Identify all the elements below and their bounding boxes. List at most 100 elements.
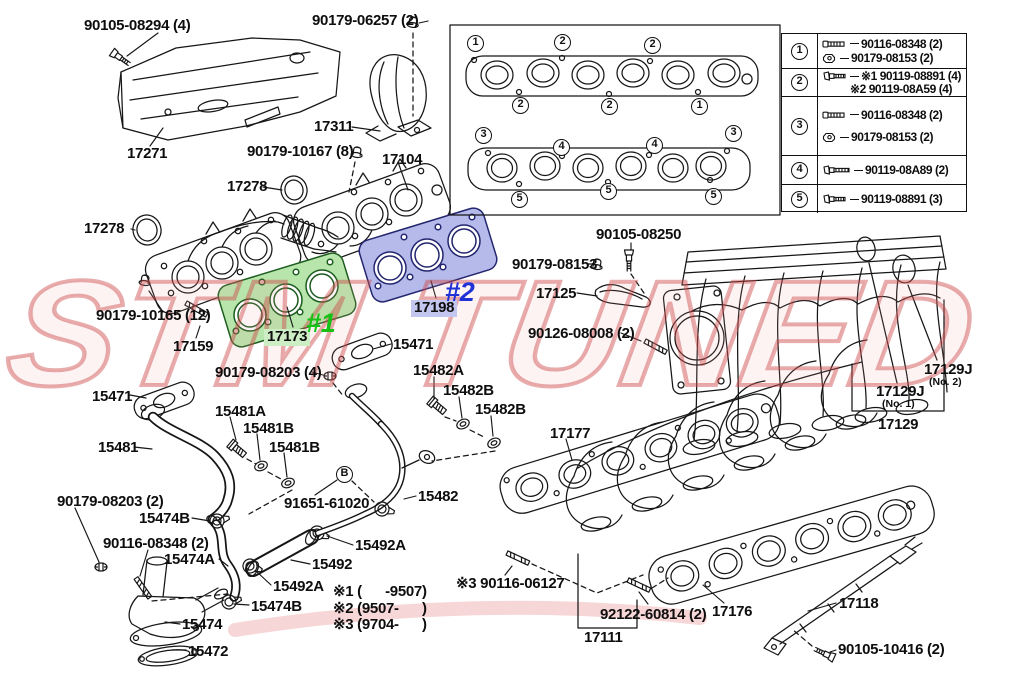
part-label-17118: 17118 xyxy=(839,595,879,612)
callout-1: 1 xyxy=(691,98,708,115)
part-label-15481b: 15481B xyxy=(243,420,294,437)
note-line: ※1 ( -9507) xyxy=(333,583,427,600)
part-label-90126-08008-2-: 90126-08008 (2) xyxy=(528,325,635,342)
callout-2: 2 xyxy=(601,98,618,115)
part-label-17271: 17271 xyxy=(127,145,168,162)
part-label-90105-10416-2-: 90105-10416 (2) xyxy=(838,641,945,658)
part-label-90179-06257-2-: 90179-06257 (2) xyxy=(312,12,419,29)
cap-17129j-no2 xyxy=(892,254,916,284)
part-label-90105-08294-4-: 90105-08294 (4) xyxy=(84,17,191,34)
part-label-90179-10165-12-: 90179-10165 (12) xyxy=(96,307,211,324)
legend-callout-5: 5 xyxy=(791,190,808,208)
part-label-15471: 15471 xyxy=(92,388,133,405)
exhaust-manifold-17104 xyxy=(144,158,452,315)
legend-line: 90116-08348 (2) xyxy=(822,109,966,121)
gasket-17176 xyxy=(648,485,935,605)
leader-dash xyxy=(854,169,863,171)
water-outlet-15474 xyxy=(128,556,229,647)
callout-2: 2 xyxy=(512,97,529,114)
legend-part-number: 90119-08891 (3) xyxy=(861,192,943,206)
legend-part-number: 90116-08348 (2) xyxy=(861,36,943,51)
part-label-17278: 17278 xyxy=(227,178,268,195)
part-label-15481b: 15481B xyxy=(269,439,320,456)
note-line: ※3 (9704- ) xyxy=(333,616,427,633)
part-label-90179-10167-8-: 90179-10167 (8) xyxy=(247,143,354,160)
legend-part-number: 90179-08153 (2) xyxy=(851,51,933,66)
legend-row-2: 2※1 90119-08891 (4)※2 90119-08A59 (4) xyxy=(782,68,966,96)
legend-number-cell: 4 xyxy=(782,156,818,184)
callout-4: 4 xyxy=(646,137,663,154)
part-label-15472: 15472 xyxy=(188,643,229,660)
legend-part-number: ※1 90119-08891 (4) xyxy=(861,69,962,84)
callout-B: B xyxy=(336,466,353,483)
hose-15474a xyxy=(211,519,241,602)
pipe-15482 xyxy=(314,383,436,537)
part-label-#2: #2 xyxy=(445,277,475,307)
legend-callout-4: 4 xyxy=(791,161,808,179)
pipe-15481 xyxy=(140,403,236,526)
cap-17129j-no1 xyxy=(856,236,876,262)
part-label-17129j: 17129J xyxy=(924,361,973,378)
legend-part-number: 90179-08153 (2) xyxy=(851,130,933,145)
part-label-15482b: 15482B xyxy=(475,401,526,418)
callout-1: 1 xyxy=(467,35,484,52)
leader-dash xyxy=(850,114,859,116)
stud-icon xyxy=(822,38,848,50)
part-label-17177: 17177 xyxy=(550,425,591,442)
gasket-15471-left xyxy=(133,381,195,420)
legend-line: 90119-08891 (3) xyxy=(822,193,966,205)
part-label-17198: 17198 xyxy=(411,300,458,317)
part-label-15492a: 15492A xyxy=(273,578,324,595)
legend-line: ※1 90119-08891 (4) xyxy=(822,70,966,82)
part-label-17311: 17311 xyxy=(314,118,354,135)
legend-number-cell: 3 xyxy=(782,97,818,155)
part-label-17159: 17159 xyxy=(173,338,214,355)
part-label--no-2-: (No. 2) xyxy=(929,376,962,388)
callout-5: 5 xyxy=(511,191,528,208)
legend-callout-3: 3 xyxy=(791,117,808,135)
part-label-15474a: 15474A xyxy=(164,551,215,568)
part-label-90179-08203-4-: 90179-08203 (4) xyxy=(215,364,322,381)
legend-callout-2: 2 xyxy=(791,74,808,91)
legend-row-5: 5 90119-08891 (3) xyxy=(782,184,966,213)
part-label-90105-08250: 90105-08250 xyxy=(596,226,682,243)
callout-5: 5 xyxy=(705,188,722,205)
part-label-15481: 15481 xyxy=(98,439,139,456)
leader-dash xyxy=(840,57,849,59)
part-label-17173: 17173 xyxy=(264,329,311,346)
part-label-15481a: 15481A xyxy=(215,403,266,420)
part-label-15482: 15482 xyxy=(418,488,459,505)
leader-dash xyxy=(840,136,849,138)
leader-dash xyxy=(850,198,859,200)
callout-2: 2 xyxy=(644,37,661,54)
legend-line: 90179-08153 (2) xyxy=(822,131,966,143)
part-label-90179-08153: 90179-08153 xyxy=(512,256,598,273)
part-label-15474b: 15474B xyxy=(139,510,190,527)
part-label-17129: 17129 xyxy=(878,416,919,433)
part-label-91651-61020: 91651-61020 xyxy=(284,495,370,512)
part-label-15474: 15474 xyxy=(182,616,223,633)
part-label-17278: 17278 xyxy=(84,220,125,237)
boltlong-icon xyxy=(822,164,852,176)
intake-manifold-17111 xyxy=(565,339,878,532)
stud-icon xyxy=(822,109,848,121)
callout-5: 5 xyxy=(600,183,617,200)
part-label-15482b: 15482B xyxy=(443,382,494,399)
legend-line: 90116-08348 (2) xyxy=(822,38,966,50)
callout-3: 3 xyxy=(475,127,492,144)
nut-icon xyxy=(822,131,838,143)
callout-3: 3 xyxy=(725,125,742,142)
fuel-pipe-17118 xyxy=(763,536,923,656)
part-label--no-1-: (No. 1) xyxy=(882,398,915,410)
part-label-17104: 17104 xyxy=(382,151,423,168)
legend-number-cell: 5 xyxy=(782,185,818,213)
part-label-17125: 17125 xyxy=(536,285,577,302)
gasket-17198-highlighted xyxy=(358,207,498,303)
part-label-92122-60814-2-: 92122-60814 (2) xyxy=(600,606,707,623)
